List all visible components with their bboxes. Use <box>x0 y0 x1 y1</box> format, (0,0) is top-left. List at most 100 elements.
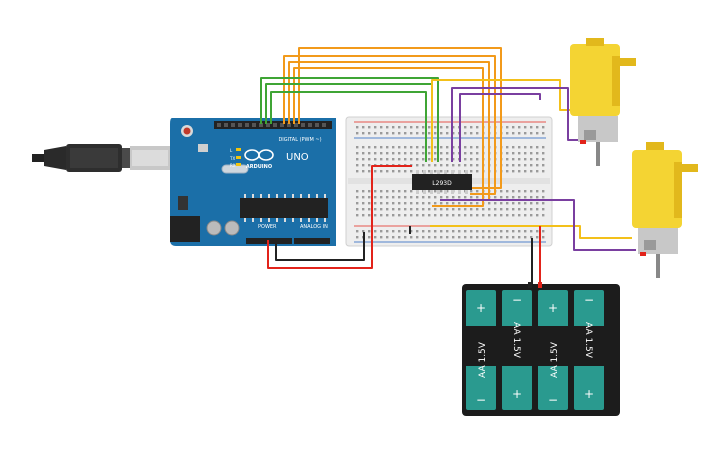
breadboard-hole <box>530 208 533 211</box>
breadboard-hole <box>470 170 473 173</box>
breadboard-hole <box>410 214 413 217</box>
breadboard-hole <box>512 190 515 193</box>
breadboard-hole <box>470 202 473 205</box>
breadboard-hole <box>452 196 455 199</box>
breadboard-hole <box>416 196 419 199</box>
breadboard-hole <box>494 208 497 211</box>
breadboard-hole <box>410 126 413 129</box>
breadboard-hole <box>494 202 497 205</box>
wire-orange-3 <box>293 67 484 207</box>
breadboard-hole <box>452 164 455 167</box>
breadboard-hole <box>530 190 533 193</box>
breadboard-hole <box>506 190 509 193</box>
breadboard-hole <box>386 146 389 149</box>
breadboard-hole <box>422 196 425 199</box>
breadboard-hole <box>476 164 479 167</box>
breadboard-hole <box>380 202 383 205</box>
breadboard-hole <box>464 146 467 149</box>
breadboard-hole <box>524 236 527 239</box>
breadboard-hole <box>518 132 521 135</box>
power-label: POWER <box>258 224 277 230</box>
breadboard-hole <box>362 158 365 161</box>
breadboard-hole <box>512 214 515 217</box>
wire-yellow-1 <box>431 79 570 162</box>
breadboard-hole <box>410 236 413 239</box>
breadboard-hole <box>446 230 449 233</box>
breadboard-hole <box>368 196 371 199</box>
breadboard-hole <box>506 208 509 211</box>
breadboard-hole <box>434 196 437 199</box>
breadboard-hole <box>362 230 365 233</box>
breadboard-hole <box>536 164 539 167</box>
breadboard-hole <box>374 190 377 193</box>
breadboard-hole <box>536 190 539 193</box>
breadboard-hole <box>464 152 467 155</box>
breadboard-hole <box>362 190 365 193</box>
breadboard-hole <box>542 152 545 155</box>
breadboard-hole <box>530 126 533 129</box>
breadboard-hole <box>470 236 473 239</box>
battery-pack: AA 1.5V AA 1.5V AA 1.5V AA 1.5V + − − + … <box>462 282 620 416</box>
breadboard-hole <box>518 230 521 233</box>
breadboard-hole <box>380 152 383 155</box>
breadboard-hole <box>356 126 359 129</box>
breadboard-hole <box>428 170 431 173</box>
breadboard-hole <box>356 208 359 211</box>
analog-header <box>294 238 330 244</box>
cell-2-plus: + <box>512 387 522 401</box>
breadboard-hole <box>482 230 485 233</box>
breadboard-hole <box>398 196 401 199</box>
breadboard-hole <box>422 146 425 149</box>
breadboard-hole <box>416 146 419 149</box>
breadboard-hole <box>482 208 485 211</box>
breadboard-hole <box>386 208 389 211</box>
breadboard-hole <box>440 132 443 135</box>
breadboard-hole <box>542 208 545 211</box>
breadboard-hole <box>476 146 479 149</box>
breadboard-hole <box>452 230 455 233</box>
breadboard-hole <box>380 230 383 233</box>
breadboard-hole <box>476 190 479 193</box>
arduino-logo: ARDUINO <box>244 149 274 170</box>
breadboard-hole <box>524 230 527 233</box>
breadboard-hole <box>452 208 455 211</box>
breadboard-hole <box>386 170 389 173</box>
breadboard-hole <box>440 126 443 129</box>
breadboard-hole <box>470 146 473 149</box>
breadboard-hole <box>380 158 383 161</box>
breadboard-hole <box>380 132 383 135</box>
breadboard-hole <box>374 236 377 239</box>
breadboard-hole <box>434 146 437 149</box>
wire-yellow-2 <box>430 225 632 239</box>
breadboard-hole <box>440 196 443 199</box>
breadboard-hole <box>542 230 545 233</box>
breadboard-hole <box>410 152 413 155</box>
breadboard-hole <box>380 170 383 173</box>
breadboard-hole <box>434 236 437 239</box>
breadboard-hole <box>524 152 527 155</box>
breadboard-hole <box>542 158 545 161</box>
breadboard-hole <box>434 170 437 173</box>
breadboard-hole <box>446 158 449 161</box>
breadboard-hole <box>374 126 377 129</box>
breadboard-hole <box>536 202 539 205</box>
breadboard-hole <box>524 126 527 129</box>
chip-label: L293D <box>432 180 452 187</box>
breadboard-hole <box>362 208 365 211</box>
breadboard-hole <box>512 202 515 205</box>
breadboard-hole <box>506 236 509 239</box>
breadboard-hole <box>446 132 449 135</box>
breadboard-hole <box>374 152 377 155</box>
breadboard-hole <box>404 202 407 205</box>
breadboard-hole <box>452 126 455 129</box>
breadboard-hole <box>476 170 479 173</box>
breadboard-hole <box>374 202 377 205</box>
breadboard-hole <box>542 202 545 205</box>
cell-4-label: AA 1.5V <box>583 322 593 359</box>
breadboard-hole <box>362 214 365 217</box>
breadboard-hole <box>404 196 407 199</box>
breadboard-hole <box>476 126 479 129</box>
breadboard-hole <box>464 158 467 161</box>
breadboard-hole <box>500 190 503 193</box>
breadboard-hole <box>398 158 401 161</box>
